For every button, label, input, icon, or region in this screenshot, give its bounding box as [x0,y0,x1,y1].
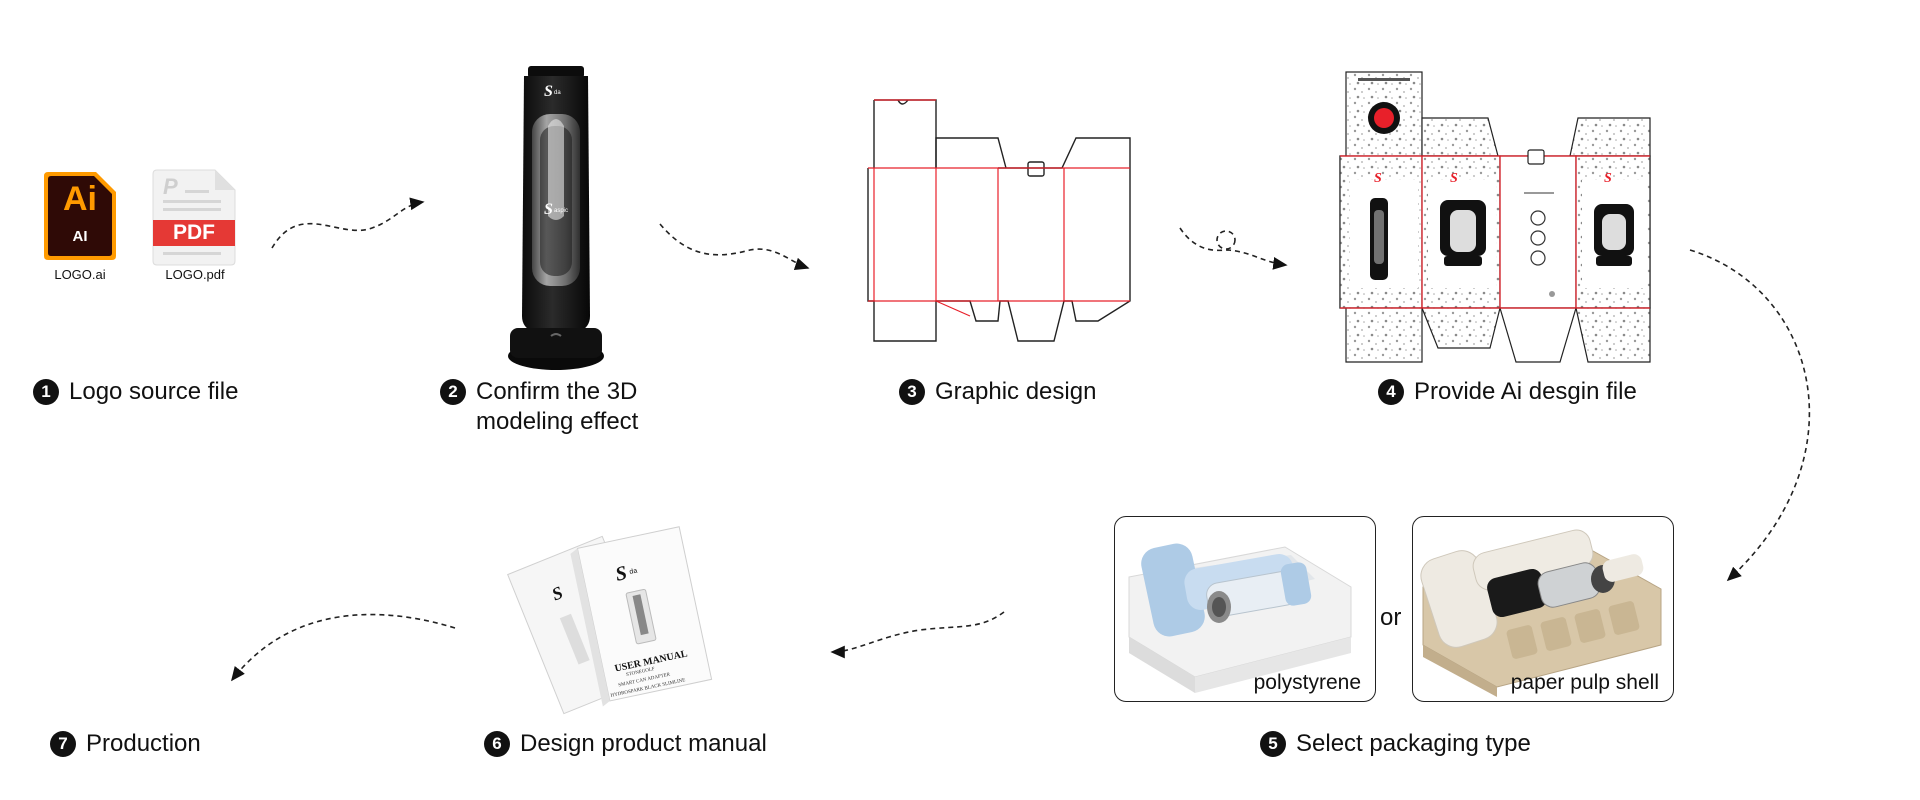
paper-pulp-tray-image [1420,529,1662,697]
svg-text:S: S [614,562,629,586]
svg-text:da: da [554,90,561,96]
arrow-5-to-6 [830,611,1005,659]
svg-text:S: S [1450,171,1458,186]
step-3-label: 3 Graphic design [899,377,1096,407]
svg-text:P: P [163,174,178,199]
polystyrene-caption: polystyrene [1253,671,1361,694]
step-2-text: Confirm the 3D modeling effect [476,378,639,435]
step-4-number: 4 [1378,379,1404,405]
ai-file-label: LOGO.ai [54,267,106,282]
svg-text:da: da [629,567,638,575]
svg-text:aspic: aspic [554,208,568,214]
packaging-or-separator: or [1380,604,1402,631]
arrow-3-to-4-loop [1216,230,1236,250]
pdf-icon-text: PDF [173,221,215,244]
step-1-label: 1 Logo source file [33,377,238,407]
step-7-label: 7 Production [50,729,201,759]
arrow-6-to-7 [231,613,456,682]
pdf-file-label: LOGO.pdf [165,267,225,282]
step-3-number: 3 [899,379,925,405]
product-manual-booklets: S S da USER MANUAL STONEGOLF SMART CAN A… [507,520,720,716]
ai-file-icon[interactable]: Ai AI [44,172,116,260]
packaging-option-paper-pulp[interactable]: paper pulp shell [1412,516,1674,702]
step-1-text: Logo source file [69,378,239,405]
step-5-number: 5 [1260,731,1286,757]
step-6-text: Design product manual [520,730,767,757]
ai-file-icon-graphic [44,172,116,260]
printed-box-design: S S S [1338,71,1658,364]
step-7-number: 7 [50,731,76,757]
step-5-text: Select packaging type [1296,730,1531,757]
paper-pulp-caption: paper pulp shell [1510,671,1659,694]
arrow-1-to-2 [271,197,425,249]
packaging-option-polystyrene[interactable]: polystyrene [1114,516,1376,702]
svg-text:S: S [1374,171,1382,186]
pdf-file-icon-graphic: P [152,169,236,266]
box-dieline-drawing [866,96,1140,344]
step-3-text: Graphic design [935,378,1097,405]
pdf-file-icon[interactable]: P PDF [152,169,236,266]
step-4-label: 4 Provide Ai desgin file [1378,377,1637,407]
step-5-label: 5 Select packaging type [1260,729,1531,759]
arrow-4-to-5 [1689,249,1811,582]
arrow-3-to-4 [1179,227,1288,270]
step-7-text: Production [86,730,201,757]
arrow-2-to-3 [659,223,810,271]
ai-icon-text: Ai [63,180,97,218]
step-6-label: 6 Design product manual [484,729,767,759]
svg-text:S: S [1604,171,1612,186]
ai-icon-subtext: AI [72,228,88,245]
step-4-text: Provide Ai desgin file [1414,378,1637,405]
svg-text:S: S [544,83,553,100]
step-1-number: 1 [33,379,59,405]
step-2-number: 2 [440,379,466,405]
soda-maker-3d-model: S da S aspic [504,66,608,372]
polystyrene-tray-image [1128,543,1352,693]
step-6-number: 6 [484,731,510,757]
svg-text:S: S [544,201,553,218]
step-2-label: 2 Confirm the 3D modeling effect [440,377,638,437]
